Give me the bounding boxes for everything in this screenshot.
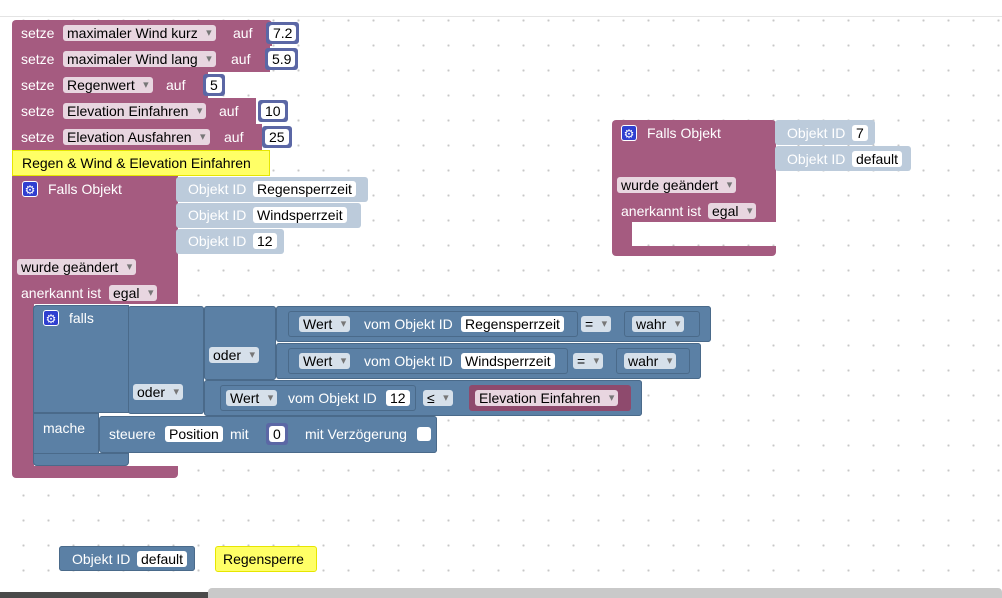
set-keyword: setze <box>21 25 55 41</box>
set-auf-label: auf <box>219 103 239 119</box>
ack-label: anerkannt ist <box>621 203 702 219</box>
from-object-label: vom Objekt ID <box>364 316 453 332</box>
from-object-label: vom Objekt ID <box>364 353 453 369</box>
object-id-field[interactable]: Regensperrzeit <box>253 181 356 197</box>
comment-text: Regen & Wind & Elevation Einfahren <box>22 155 251 171</box>
delay-checkbox[interactable] <box>417 427 431 441</box>
value-property-dropdown[interactable]: Wert <box>299 316 351 332</box>
set-auf-label: auf <box>166 77 186 93</box>
set-keyword: setze <box>21 77 55 93</box>
compare-operator-dropdown[interactable]: = <box>573 353 604 369</box>
compare-operator-dropdown[interactable]: ≤ <box>423 390 453 406</box>
do-label: mache <box>43 420 86 436</box>
gear-icon[interactable]: ⚙ <box>621 125 637 141</box>
comment-block[interactable]: Regen & Wind & Elevation Einfahren <box>12 150 270 176</box>
control-target-field[interactable]: Position <box>165 426 223 442</box>
object-id-label: Objekt ID <box>188 233 247 249</box>
comment-block-loose[interactable]: Regensperre <box>215 546 317 572</box>
set-variable-dropdown[interactable]: maximaler Wind lang <box>63 51 216 67</box>
number-value[interactable]: 5 <box>206 77 222 93</box>
set-variable-dropdown[interactable]: maximaler Wind kurz <box>63 25 216 41</box>
ack-label: anerkannt ist <box>21 285 102 301</box>
number-block[interactable]: 5 <box>203 74 225 96</box>
comment-text: Regensperre <box>223 551 304 567</box>
number-value[interactable]: 25 <box>265 129 289 145</box>
value-property-dropdown[interactable]: Wert <box>226 390 278 406</box>
object-id-label: Objekt ID <box>787 151 846 167</box>
set-keyword: setze <box>21 103 55 119</box>
number-value[interactable]: 0 <box>269 426 285 442</box>
ack-dropdown[interactable]: egal <box>109 285 158 301</box>
set-variable-dropdown[interactable]: Elevation Ausfahren <box>63 129 210 145</box>
from-object-label: vom Objekt ID <box>288 390 377 406</box>
set-auf-label: auf <box>231 51 251 67</box>
set-variable-dropdown[interactable]: Regenwert <box>63 77 153 93</box>
compare-operator-dropdown[interactable]: = <box>581 316 612 332</box>
number-value[interactable]: 7.2 <box>269 25 297 41</box>
control-label: steuere <box>109 426 156 442</box>
trigger-label: Falls Objekt <box>647 125 721 141</box>
gear-icon[interactable]: ⚙ <box>43 310 59 326</box>
number-value[interactable]: 5.9 <box>268 51 296 67</box>
delay-label: mit Verzögerung <box>305 426 407 442</box>
logic-op-dropdown[interactable]: oder <box>209 347 260 363</box>
set-variable-dropdown[interactable]: Elevation Einfahren <box>63 103 207 119</box>
number-block[interactable]: 7.2 <box>266 22 300 44</box>
object-id-field[interactable]: 12 <box>386 390 410 406</box>
object-id-label: Objekt ID <box>188 207 247 223</box>
set-auf-label: auf <box>233 25 253 41</box>
variable-dropdown[interactable]: Elevation Einfahren <box>475 390 619 406</box>
object-id-field[interactable]: Regensperrzeit <box>461 316 564 332</box>
gear-icon[interactable]: ⚙ <box>22 181 38 197</box>
ack-dropdown[interactable]: egal <box>708 203 757 219</box>
set-auf-label: auf <box>224 129 244 145</box>
number-block[interactable]: 10 <box>258 100 288 122</box>
logic-op-dropdown[interactable]: oder <box>133 384 184 400</box>
object-id-field[interactable]: Windsperrzeit <box>253 207 347 223</box>
object-id-field[interactable]: 7 <box>852 125 868 141</box>
number-block[interactable]: 0 <box>266 423 288 445</box>
with-label: mit <box>230 426 249 442</box>
trigger-label: Falls Objekt <box>48 181 122 197</box>
object-id-field[interactable]: Windsperrzeit <box>461 353 555 369</box>
toolbar-divider <box>0 16 1002 17</box>
object-id-label: Objekt ID <box>787 125 846 141</box>
object-id-label: Objekt ID <box>72 551 131 567</box>
object-id-field[interactable]: default <box>137 551 188 567</box>
horizontal-scrollbar[interactable] <box>208 588 1002 598</box>
set-keyword: setze <box>21 129 55 145</box>
object-id-field[interactable]: 12 <box>253 233 277 249</box>
boolean-dropdown[interactable]: wahr <box>632 316 685 332</box>
event-dropdown[interactable]: wurde geändert <box>617 177 737 193</box>
set-keyword: setze <box>21 51 55 67</box>
number-value[interactable]: 10 <box>261 103 285 119</box>
boolean-dropdown[interactable]: wahr <box>624 353 677 369</box>
if-label: falls <box>69 310 94 326</box>
event-dropdown[interactable]: wurde geändert <box>17 259 137 275</box>
value-property-dropdown[interactable]: Wert <box>299 353 351 369</box>
number-block[interactable]: 5.9 <box>265 48 299 70</box>
object-id-label: Objekt ID <box>188 181 247 197</box>
object-id-field[interactable]: default <box>852 151 903 167</box>
number-block[interactable]: 25 <box>262 126 292 148</box>
